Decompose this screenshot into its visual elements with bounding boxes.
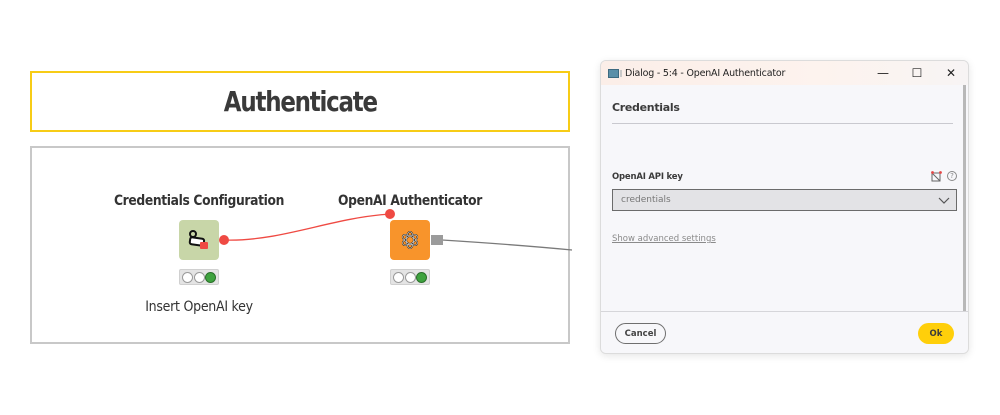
- workflow-annotation-area[interactable]: [30, 146, 570, 344]
- status-light-yellow: [404, 271, 416, 283]
- node-status-traffic-light: [179, 269, 219, 285]
- node-openai-authenticator[interactable]: [390, 220, 430, 260]
- app-icon: [608, 68, 622, 78]
- section-title-credentials: Credentials: [612, 101, 680, 114]
- api-key-credentials-select[interactable]: credentials: [612, 189, 957, 211]
- flow-variable-icon[interactable]: [931, 171, 942, 182]
- ok-button[interactable]: Ok: [918, 323, 954, 344]
- help-icon[interactable]: ?: [947, 171, 957, 181]
- node-configuration-dialog: Dialog - 5:4 - OpenAI Authenticator — ☐ …: [600, 60, 969, 354]
- workflow-annotation-title[interactable]: Authenticate: [30, 71, 570, 132]
- status-light-green: [205, 271, 217, 283]
- cancel-button[interactable]: Cancel: [615, 323, 666, 344]
- section-divider: [612, 123, 953, 124]
- status-light-yellow: [193, 271, 205, 283]
- node-output-port-flow-variable[interactable]: [219, 235, 229, 245]
- node-title-credentials-configuration: Credentials Configuration: [113, 193, 285, 209]
- close-button[interactable]: ✕: [945, 66, 957, 80]
- select-value: credentials: [621, 195, 671, 205]
- status-light-red: [181, 271, 193, 283]
- node-caption-credentials[interactable]: Insert OpenAI key: [145, 299, 253, 315]
- node-credentials-configuration[interactable]: [179, 220, 219, 260]
- dialog-content: Credentials OpenAI API key ? credentials…: [601, 85, 966, 311]
- node-title-openai-authenticator: OpenAI Authenticator: [337, 193, 483, 209]
- node-input-port-flow-variable[interactable]: [385, 209, 395, 219]
- openai-logo-icon: [401, 231, 419, 249]
- dialog-footer: Cancel Ok: [601, 311, 968, 353]
- chevron-down-icon: [932, 190, 956, 210]
- dialog-window-title: Dialog - 5:4 - OpenAI Authenticator: [625, 67, 786, 79]
- dialog-titlebar[interactable]: Dialog - 5:4 - OpenAI Authenticator — ☐ …: [601, 61, 968, 85]
- status-light-green: [416, 271, 428, 283]
- node-output-port-credentials[interactable]: [431, 235, 443, 245]
- minimize-button[interactable]: —: [877, 66, 889, 80]
- annotation-title-text: Authenticate: [223, 85, 377, 118]
- show-advanced-settings-link[interactable]: Show advanced settings: [612, 234, 716, 244]
- node-status-traffic-light: [390, 269, 430, 285]
- status-light-red: [392, 271, 404, 283]
- api-key-label: OpenAI API key: [612, 172, 683, 182]
- maximize-button[interactable]: ☐: [911, 66, 923, 80]
- credentials-icon: [188, 230, 208, 249]
